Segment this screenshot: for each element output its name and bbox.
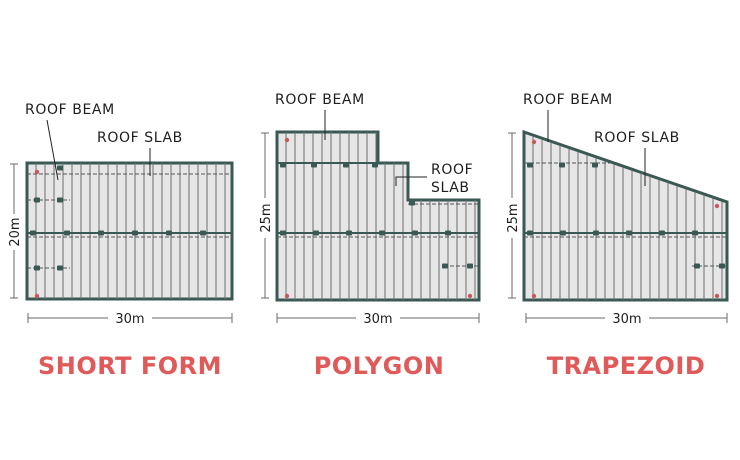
beam-post xyxy=(132,230,138,236)
beam-post xyxy=(692,230,698,236)
width-dimension: 30m xyxy=(276,309,480,327)
anchor-bolt xyxy=(467,293,473,299)
slab-outline xyxy=(275,130,481,302)
beam-post xyxy=(659,230,665,236)
beam-post xyxy=(372,162,378,168)
beam-post xyxy=(719,263,725,269)
roof-plan-short-form xyxy=(25,161,234,301)
height-dimension: 25m xyxy=(255,132,275,299)
beam-post xyxy=(200,230,206,236)
beam-post xyxy=(467,263,473,269)
beam-post xyxy=(593,230,599,236)
roof-beam-sloped xyxy=(523,131,728,203)
caption-trapezoid: TRAPEZOID xyxy=(547,352,706,380)
slab-outline xyxy=(522,129,729,302)
beam-post xyxy=(379,230,385,236)
anchor-bolt xyxy=(714,293,720,299)
beam-post xyxy=(527,230,533,236)
height-dimension: 25m xyxy=(502,132,522,299)
beam-post xyxy=(442,263,448,269)
caption-polygon: POLYGON xyxy=(314,352,445,380)
roof-slab-label: ROOF SLAB xyxy=(97,130,183,146)
beam-post xyxy=(346,230,352,236)
beam-post xyxy=(343,162,349,168)
beam-post xyxy=(409,200,415,206)
panel-short-form: ROOF BEAM ROOF SLAB 20m 30m SHORT FORM xyxy=(4,102,234,380)
beam-post xyxy=(560,230,566,236)
beam-post xyxy=(311,162,317,168)
width-label: 30m xyxy=(363,312,392,327)
beam-post xyxy=(412,230,418,236)
panel-polygon: ROOF BEAM ROOF SLAB 25m 30m POLYGON xyxy=(255,92,481,380)
anchor-bolt xyxy=(531,293,537,299)
height-label: 25m xyxy=(259,203,274,232)
beam-post xyxy=(166,230,172,236)
anchor-bolt xyxy=(284,137,290,143)
beam-posts xyxy=(280,162,473,269)
anchor-bolt xyxy=(714,203,720,209)
width-dimension: 30m xyxy=(525,309,728,327)
roof-beam-label: ROOF BEAM xyxy=(275,92,365,108)
anchor-bolt xyxy=(531,139,537,145)
beam-posts xyxy=(30,165,206,271)
width-label: 30m xyxy=(115,312,144,327)
width-dimension: 30m xyxy=(27,309,233,327)
beam-post xyxy=(98,230,104,236)
roof-plan-polygon xyxy=(275,130,481,302)
roof-slab-label-line-1: ROOF xyxy=(431,162,473,178)
beam-post xyxy=(694,263,700,269)
height-label: 20m xyxy=(8,217,23,246)
anchor-bolt xyxy=(34,293,40,299)
roof-beam-label: ROOF BEAM xyxy=(523,92,613,108)
beam-post xyxy=(57,265,63,271)
beam-post xyxy=(280,162,286,168)
roof-slab-label-line-2: SLAB xyxy=(431,180,470,196)
beam-post xyxy=(280,230,286,236)
panel-trapezoid: ROOF BEAM ROOF SLAB 25m 30m TRAPEZOID xyxy=(502,92,729,380)
beam-post xyxy=(30,230,36,236)
roof-beam-leader xyxy=(46,119,59,181)
beam-post xyxy=(626,230,632,236)
roof-slab-leader xyxy=(395,176,427,186)
height-label: 25m xyxy=(506,203,521,232)
beam-post xyxy=(64,230,70,236)
beam-post xyxy=(445,230,451,236)
beam-post xyxy=(34,197,40,203)
roof-slab-label: ROOF SLAB xyxy=(594,130,680,146)
caption-short-form: SHORT FORM xyxy=(38,352,222,380)
beam-post xyxy=(527,162,533,168)
height-dimension: 20m xyxy=(4,163,24,299)
anchor-bolt xyxy=(284,293,290,299)
beam-post xyxy=(57,197,63,203)
roof-beam-label: ROOF BEAM xyxy=(25,102,115,118)
slab-slats xyxy=(35,163,226,299)
width-label: 30m xyxy=(612,312,641,327)
beam-post xyxy=(313,230,319,236)
beam-post xyxy=(559,162,565,168)
beam-post xyxy=(57,165,63,171)
anchor-bolt xyxy=(34,169,40,175)
beam-posts xyxy=(527,162,725,269)
beam-post xyxy=(34,265,40,271)
roof-plan-trapezoid xyxy=(522,129,729,302)
beam-post xyxy=(592,162,598,168)
